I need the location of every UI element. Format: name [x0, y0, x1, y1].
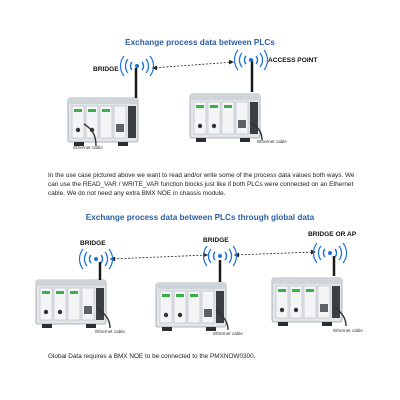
- ethernet-cable-bottom-3: [333, 305, 347, 327]
- bottom-diagram-title: Exchange process data between PLCs throu…: [85, 213, 315, 222]
- plc-bottom-2: [155, 282, 227, 332]
- wifi-icon: [78, 248, 114, 270]
- ethernet-cable-top-right: [249, 121, 263, 141]
- wireless-link-bottom-1: [109, 254, 209, 260]
- cable-label-bottom-3: Ethernet cable: [333, 328, 363, 333]
- ethernet-cable-top-left: [83, 123, 97, 147]
- plc-bottom-3: [271, 277, 343, 327]
- cable-label-bottom-2: Ethernet cable: [213, 331, 243, 336]
- ethernet-cable-bottom-1: [97, 307, 111, 329]
- label-bridge-top: BRIDGE: [93, 66, 119, 73]
- plc-top-left: [67, 97, 139, 147]
- plc-top-right: [189, 93, 261, 143]
- label-bridge-2: BRIDGE: [203, 237, 229, 244]
- label-bridge-or-ap: BRIDGE OR AP: [308, 231, 357, 238]
- top-diagram-title: Exchange process data between PLCs: [125, 38, 275, 47]
- cable-label-top-left: Ethernet cable: [73, 145, 103, 150]
- footnote: Global Data requires a BMX NOE to be con…: [48, 353, 256, 360]
- cable-label-top-right: Ethernet cable: [257, 139, 287, 144]
- plc-bottom-1: [35, 279, 107, 329]
- ethernet-cable-bottom-2: [215, 309, 229, 331]
- label-bridge-1: BRIDGE: [80, 240, 106, 247]
- label-access-point: ACCESS POINT: [268, 57, 318, 64]
- wifi-icon: [312, 242, 348, 264]
- wireless-link-top: [151, 61, 235, 69]
- description-paragraph: In the use case pictured above we want t…: [48, 172, 355, 197]
- wireless-link-bottom-2: [233, 251, 317, 256]
- cable-label-bottom-1: Ethernet cable: [95, 329, 125, 334]
